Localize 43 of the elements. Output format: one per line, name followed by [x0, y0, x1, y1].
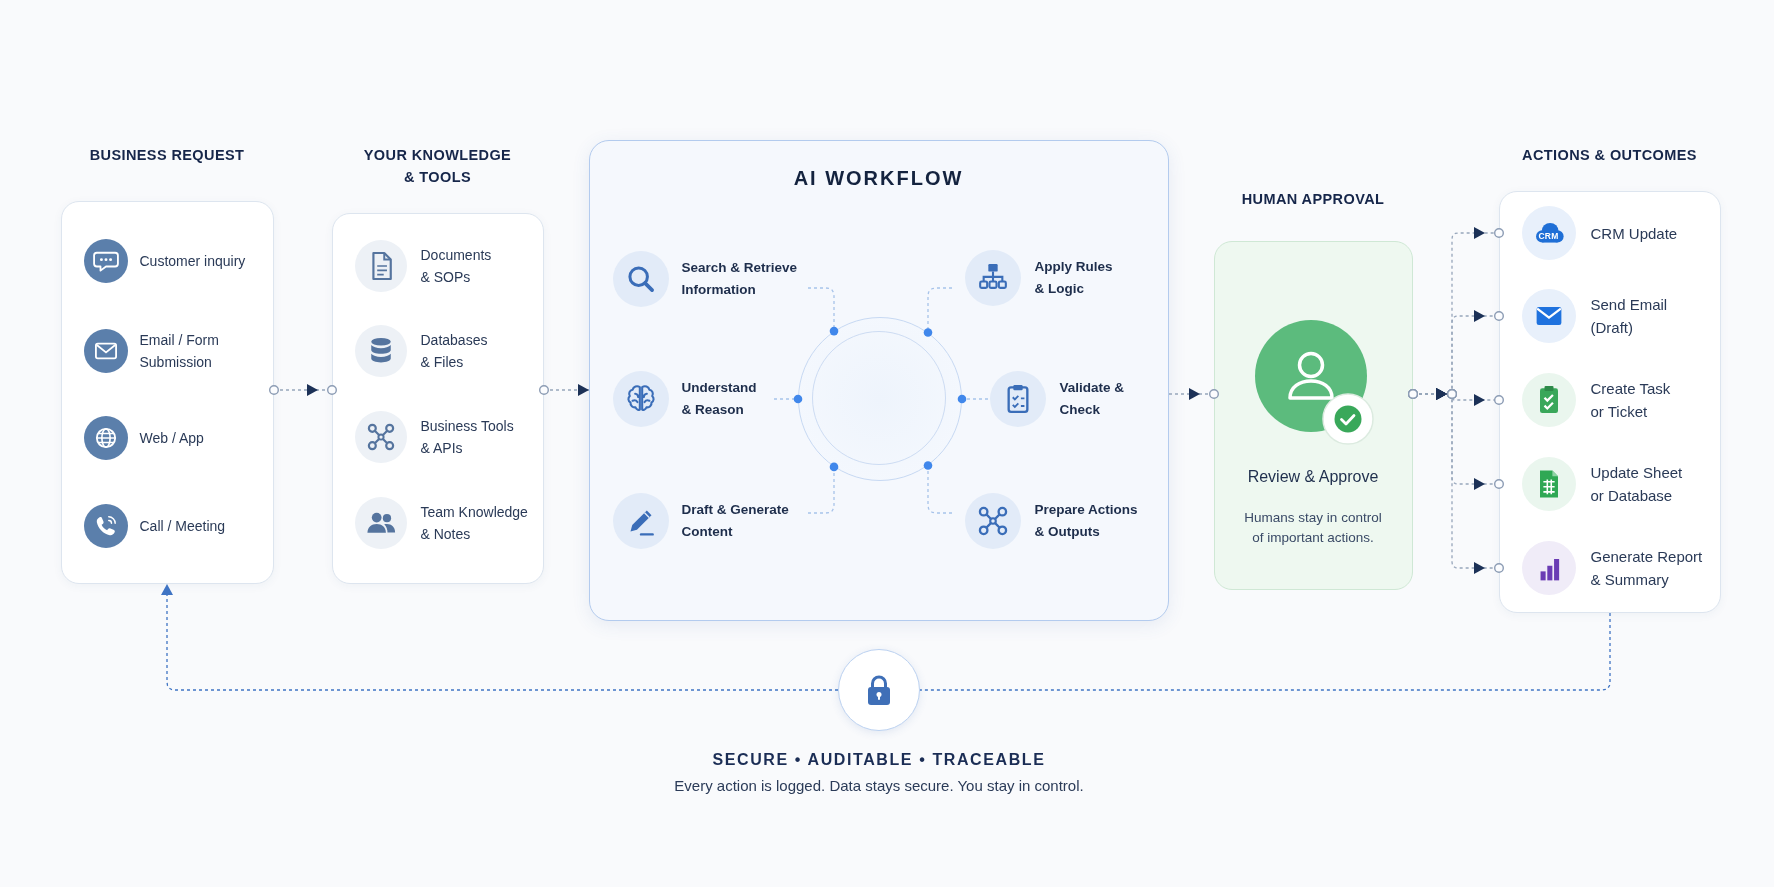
connector-line — [957, 394, 989, 404]
item-label: Email / Form Submission — [139, 330, 220, 372]
description-text: Humans stay in control of important actions. — [1243, 508, 1383, 547]
section-title: BUSINESS REQUEST — [88, 145, 246, 165]
section-title: AI WORKFLOW — [792, 165, 965, 191]
arrow — [1168, 387, 1219, 401]
item-label: Validate & Check — [1059, 378, 1126, 419]
tagline: SECURE • AUDITABLE • TRACEABLE — [711, 750, 1047, 770]
item-label: Draft & Generate Content — [681, 500, 790, 541]
section-title: HUMAN APPROVAL — [1240, 189, 1386, 209]
section-title: YOUR KNOWLEDGE & TOOLS — [362, 145, 513, 187]
item-label: Business Tools & APIs — [420, 416, 515, 458]
item-label: Documents & SOPs — [420, 245, 493, 287]
connector-line — [807, 287, 839, 336]
footer-text: Every action is logged. Data stays secure. You stay in control. — [673, 776, 1085, 796]
lock-badge — [838, 649, 920, 731]
arrow — [1408, 387, 1504, 575]
item-label: Search & Retrieve Information — [681, 258, 799, 299]
item-label: Prepare Actions & Outputs — [1034, 500, 1139, 541]
workflow-panel — [589, 140, 1169, 621]
item-label: Call / Meeting — [139, 516, 227, 536]
arrow — [539, 384, 590, 396]
item-label: Generate Report & Summary — [1590, 546, 1704, 590]
arrow — [161, 583, 839, 691]
section-title: ACTIONS & OUTCOMES — [1521, 145, 1698, 165]
item-label: CRM Update — [1590, 223, 1679, 244]
item-label: Send Email (Draft) — [1590, 294, 1669, 338]
item-label: Customer inquiry — [139, 251, 247, 271]
connector-line — [773, 394, 803, 404]
connector-line — [923, 287, 953, 337]
item-label: Update Sheet or Database — [1590, 462, 1684, 506]
item-label: Team Knowledge & Notes — [420, 502, 529, 544]
item-label: Web / App — [139, 428, 205, 448]
connector-line — [807, 462, 839, 514]
icon-text: CRM — [1538, 230, 1559, 241]
arrow — [269, 383, 337, 397]
item-label: Databases & Files — [420, 330, 489, 372]
connector-line — [923, 461, 953, 514]
item-label: Apply Rules & Logic — [1034, 257, 1114, 298]
item-label: Understand & Reason — [681, 378, 758, 419]
connector-line — [919, 612, 1611, 691]
step-title: Review & Approve — [1246, 466, 1380, 487]
item-label: Create Task or Ticket — [1590, 378, 1672, 422]
